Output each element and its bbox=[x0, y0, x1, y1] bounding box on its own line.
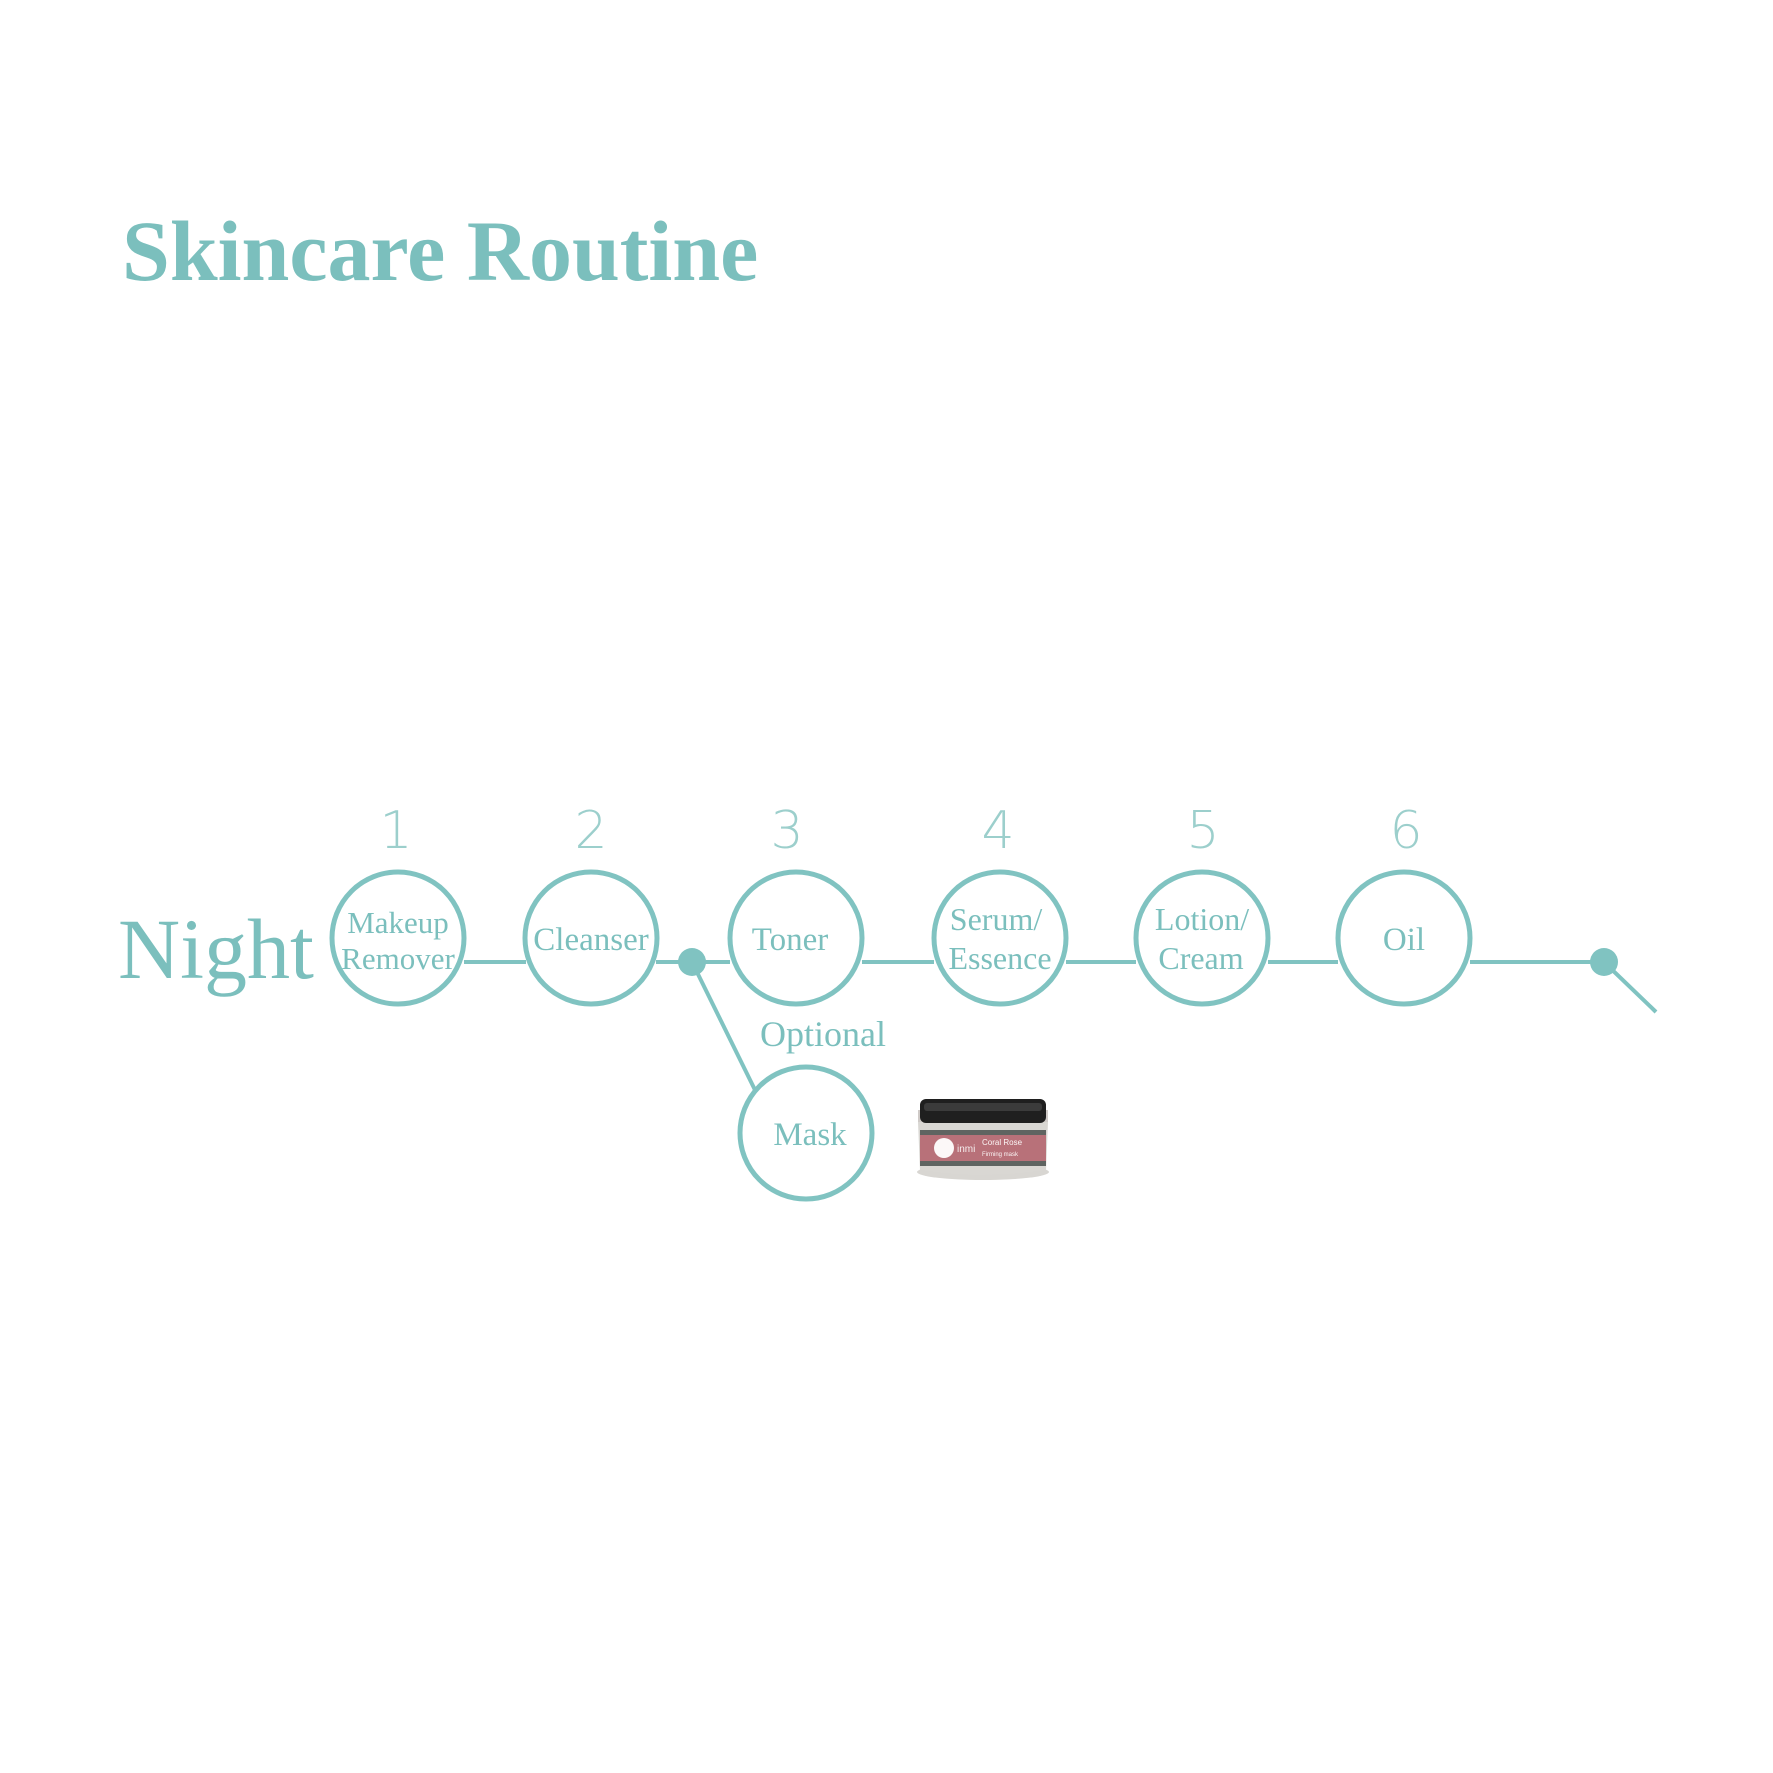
brand-badge-icon bbox=[934, 1138, 954, 1158]
step-label-5-line-1: Lotion/ bbox=[1155, 901, 1249, 937]
product-brand: inmi bbox=[957, 1144, 975, 1155]
routine-timeline bbox=[464, 948, 1658, 1093]
mask-label: Mask bbox=[773, 1117, 847, 1153]
step-circle-4 bbox=[931, 869, 1069, 1007]
step-number-3: 3 bbox=[770, 801, 803, 861]
step-number-6: 6 bbox=[1389, 801, 1422, 861]
step-label-1-line-2: Remover bbox=[341, 941, 455, 976]
step-circle-6 bbox=[1335, 869, 1473, 1007]
optional-label: Optional bbox=[760, 1014, 886, 1054]
jar-lid-highlight bbox=[924, 1103, 1042, 1111]
mask-product-image: inmi Coral Rose Firming mask bbox=[917, 1099, 1049, 1180]
step-label-6: Oil bbox=[1383, 922, 1425, 958]
step-circle-2 bbox=[522, 869, 660, 1007]
step-circle-1 bbox=[329, 869, 467, 1007]
optional-branch-line bbox=[690, 961, 758, 1093]
page-title: Skincare Routine bbox=[122, 203, 758, 299]
product-subtitle: Firming mask bbox=[982, 1152, 1019, 1158]
mask-circle bbox=[737, 1064, 875, 1202]
end-dot bbox=[1590, 948, 1618, 976]
step-number-4: 4 bbox=[981, 801, 1014, 861]
step-circles bbox=[329, 869, 1473, 1202]
step-label-4-line-1: Serum/ bbox=[950, 901, 1043, 937]
step-label-1-line-1: Makeup bbox=[347, 905, 449, 940]
step-number-2: 2 bbox=[574, 801, 607, 861]
product-name: Coral Rose bbox=[982, 1138, 1023, 1147]
step-label-4-line-2: Essence bbox=[948, 940, 1051, 976]
step-label-5-line-2: Cream bbox=[1158, 940, 1243, 976]
routine-label: Night bbox=[118, 901, 314, 997]
jar-label-top-stripe bbox=[920, 1130, 1046, 1135]
branch-dot bbox=[678, 948, 706, 976]
step-circle-5 bbox=[1133, 869, 1271, 1007]
step-circle-3 bbox=[727, 869, 865, 1007]
step-labels: Makeup Remover Cleanser Toner Serum/ Ess… bbox=[341, 901, 1425, 1153]
step-numbers: 1 2 3 4 5 6 bbox=[379, 801, 1422, 861]
step-number-5: 5 bbox=[1186, 801, 1219, 861]
step-label-2: Cleanser bbox=[533, 922, 648, 958]
step-number-1: 1 bbox=[379, 801, 412, 861]
jar-label-bottom-stripe bbox=[920, 1161, 1046, 1166]
step-label-3: Toner bbox=[752, 922, 829, 958]
